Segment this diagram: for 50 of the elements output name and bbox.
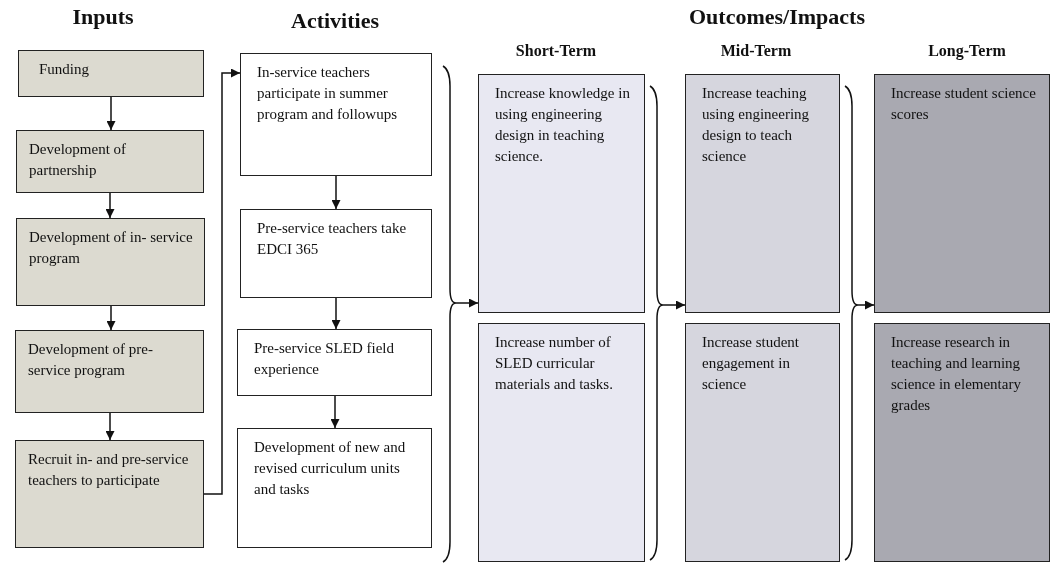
process-box <box>16 130 204 193</box>
process-box <box>685 74 840 313</box>
arrow <box>106 305 116 331</box>
process-box <box>15 330 204 413</box>
process-box <box>18 50 204 97</box>
box-text: Development of pre-service program <box>28 340 154 380</box>
brace <box>650 86 663 560</box>
column-subheading: Mid-Term <box>720 42 792 60</box>
arrow <box>105 192 115 219</box>
arrow <box>857 300 875 310</box>
box-text: Pre-service teachers take EDCI 365 <box>257 219 408 259</box>
process-box <box>685 323 840 562</box>
box-text: Increase research in teaching and learning science in elementary grades <box>891 333 1022 415</box>
arrow <box>106 96 116 131</box>
box-text: Funding <box>39 60 90 79</box>
box-text: Increase teaching using engineering design to teach science <box>702 84 811 166</box>
process-box <box>240 209 432 298</box>
box-text: Increase student engagement in science <box>702 333 801 394</box>
process-box <box>478 74 645 313</box>
arrow <box>105 412 115 441</box>
box-text: Increase student science scores <box>891 84 1037 124</box>
brace <box>845 86 858 560</box>
process-box <box>15 440 204 548</box>
arrow <box>662 300 686 310</box>
arrow <box>203 68 241 495</box>
column-heading: Inputs <box>72 4 134 30</box>
box-text: In-service teachers participate in summer program and followups <box>257 63 398 124</box>
box-text: Development of in- service program <box>29 228 194 268</box>
box-text: Pre-service SLED field experience <box>254 339 395 379</box>
arrow <box>330 395 340 429</box>
box-text: Development of partnership <box>29 140 128 180</box>
box-text: Increase number of SLED curricular materials and tasks. <box>495 333 614 394</box>
arrow <box>455 298 479 308</box>
column-heading: Activities <box>291 8 379 34</box>
box-text: Recruit in- and pre-service teachers to participate <box>28 450 190 490</box>
process-box <box>874 323 1050 562</box>
arrow <box>331 175 341 210</box>
arrow <box>331 297 341 330</box>
brace <box>443 66 456 562</box>
process-box <box>874 74 1050 313</box>
process-box <box>237 329 432 396</box>
column-heading: Outcomes/Impacts <box>689 4 865 30</box>
box-text: Development of new and revised curriculum units and tasks <box>254 438 407 499</box>
process-box <box>478 323 645 562</box>
column-subheading: Short-Term <box>515 42 597 60</box>
process-box <box>16 218 205 306</box>
box-text: Increase knowledge in using engineering design in teaching science. <box>495 84 631 166</box>
column-subheading: Long-Term <box>928 42 1006 60</box>
process-box <box>240 53 432 176</box>
process-box <box>237 428 432 548</box>
